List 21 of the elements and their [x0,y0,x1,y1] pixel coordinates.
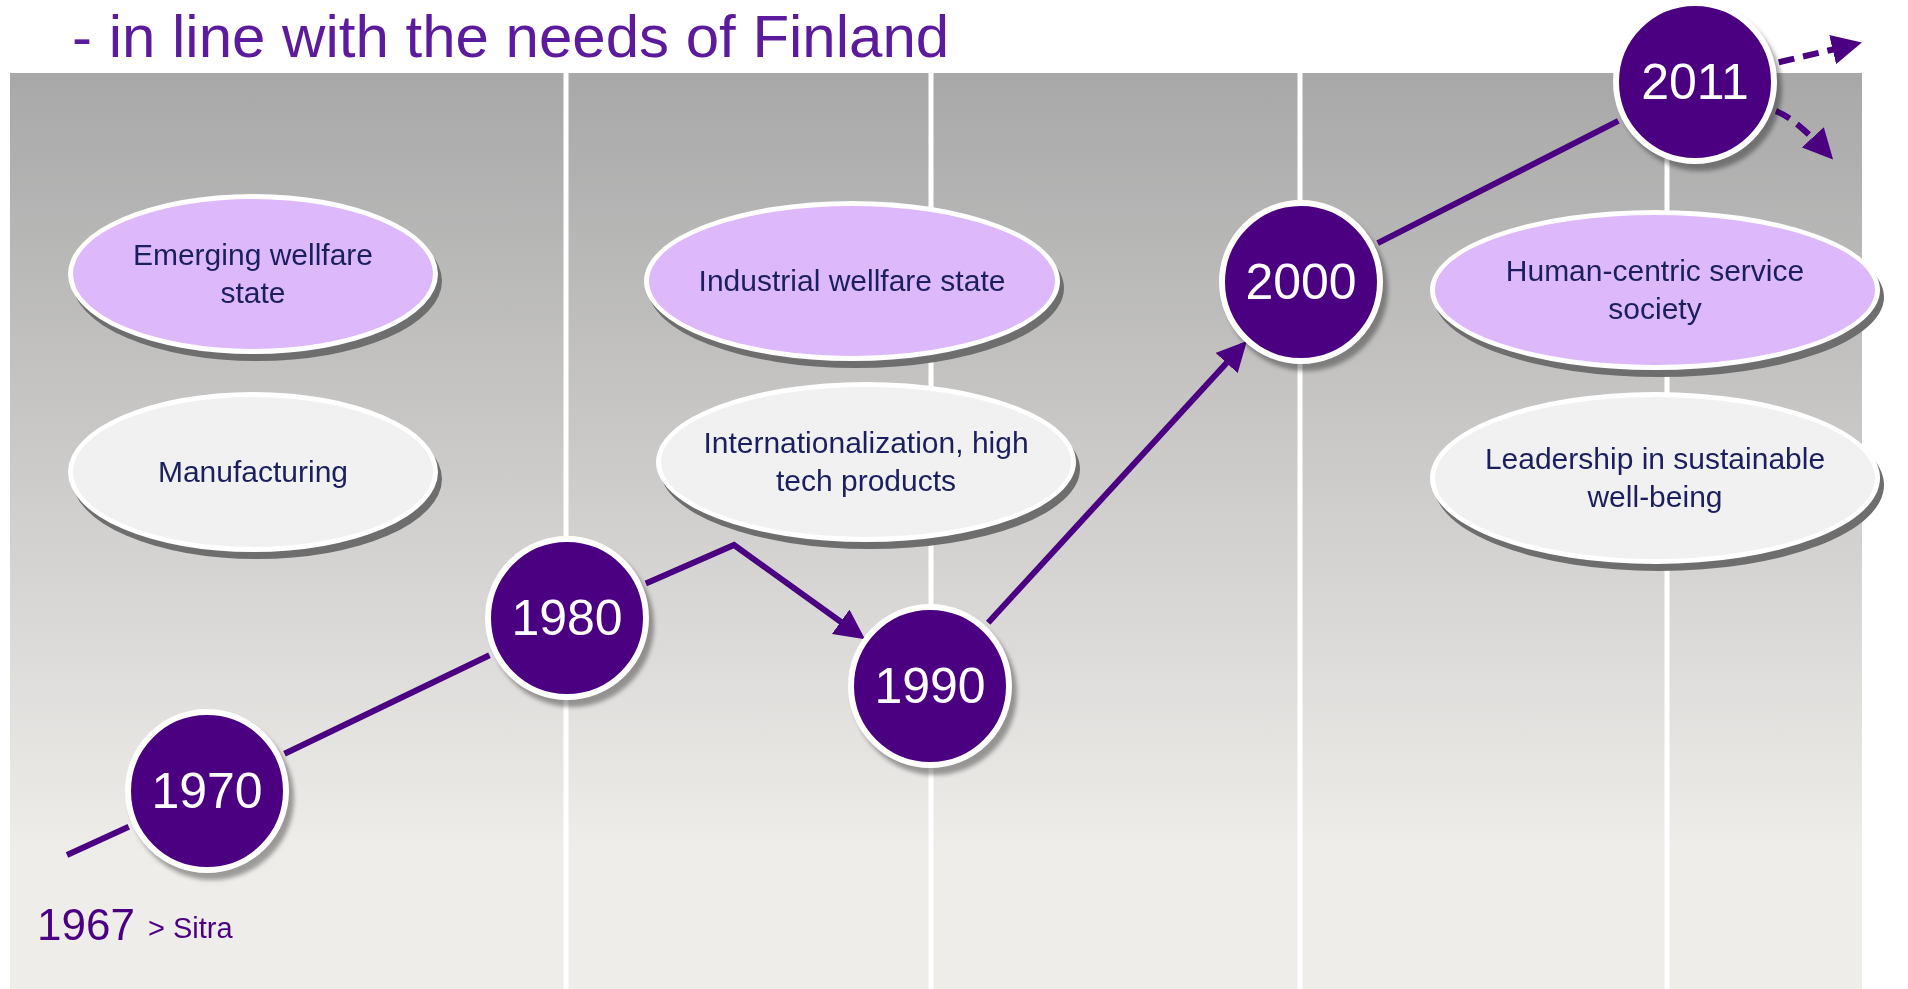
year-label: 1967 [37,900,135,950]
arrow [985,340,1247,625]
stage-label: Leadership in sustainable well-being [1483,441,1827,515]
stage-label: Human-centric service society [1504,253,1806,327]
stage-label: Internationalization, high tech products [702,425,1030,499]
stage-label: Industrial wellfare state [698,263,1006,299]
year-label: 1990 [874,657,986,715]
year-label: 1970 [151,762,263,820]
note-label: > Sitra [148,912,233,945]
arrow [1778,34,1862,66]
timeline-line [1376,118,1620,246]
title: - in line with the needs of Finland [72,2,950,71]
arrow [1774,108,1834,160]
year-label: 2000 [1245,253,1357,311]
stage-label: Emerging wellfare state [131,237,375,311]
arrow [644,541,866,640]
timeline-line [283,652,491,757]
year-label: 2011 [1641,53,1749,111]
stage-label: Manufacturing [157,454,349,490]
timeline-line [65,824,131,858]
year-label: 1980 [511,589,623,647]
